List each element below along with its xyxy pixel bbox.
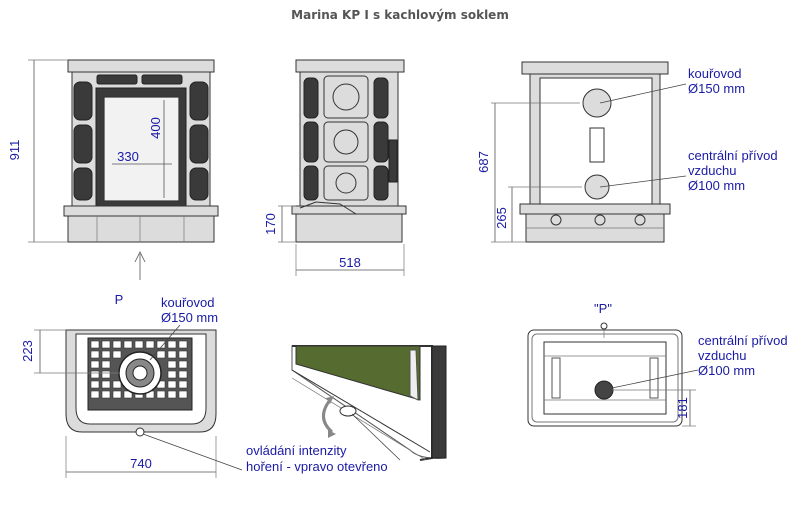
label-air-bottom-2: vzduchu (698, 348, 746, 363)
side-view (278, 59, 407, 276)
dim-518: 518 (339, 255, 361, 270)
bottom-view (527, 322, 699, 427)
rear-view (491, 61, 687, 243)
label-air-rear-1: centrální přívod (688, 148, 778, 163)
dim-265: 265 (494, 207, 509, 229)
dim-170: 170 (263, 213, 278, 235)
detail-view (291, 345, 447, 461)
dim-223: 223 (20, 340, 35, 362)
label-control-2: hoření - vpravo otevřeno (246, 459, 388, 474)
top-view (34, 324, 243, 478)
label-flue-rear-1: kouřovod (688, 66, 741, 81)
dim-400: 400 (148, 117, 163, 139)
view-label-p-quoted: "P" (594, 301, 612, 316)
label-air-bottom-3: Ø100 mm (698, 363, 755, 378)
label-air-bottom-1: centrální přívod (698, 333, 788, 348)
view-label-p: P (115, 292, 124, 307)
label-air-rear-2: vzduchu (688, 163, 736, 178)
dim-911: 911 (7, 140, 22, 161)
label-air-rear-3: Ø100 mm (688, 178, 745, 193)
label-flue-top-1: kouřovod (161, 295, 214, 310)
dim-181: 181 (675, 397, 690, 419)
label-control-1: ovládání intenzity (246, 443, 347, 458)
dim-687: 687 (476, 151, 491, 173)
label-flue-rear-2: Ø150 mm (688, 81, 745, 96)
front-view (28, 59, 219, 280)
dim-330: 330 (117, 149, 139, 164)
label-flue-top-2: Ø150 mm (161, 310, 218, 325)
drawing-title: Marina KP I s kachlovým soklem (291, 8, 509, 22)
dim-740: 740 (130, 456, 152, 471)
